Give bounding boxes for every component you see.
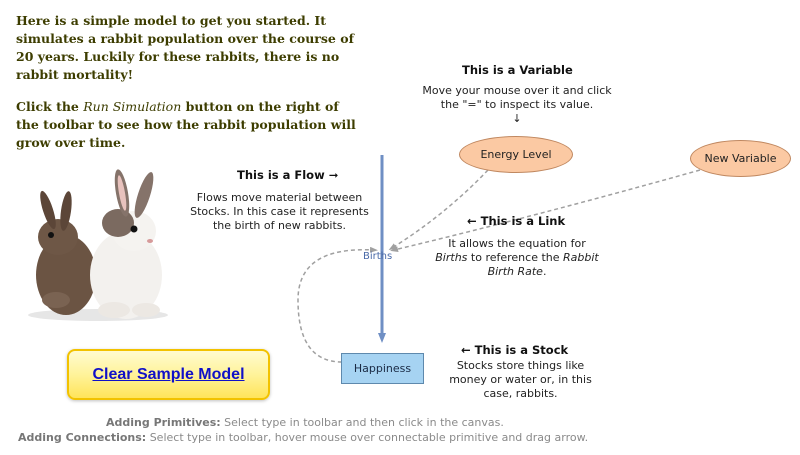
down-arrow-icon: ↓ — [512, 112, 522, 125]
link-stock-to-births[interactable] — [297, 246, 378, 363]
link-annotation-title: ← This is a Link — [467, 214, 566, 228]
run-simulation-reference: Run Simulation — [83, 99, 182, 114]
intro-paragraph-1: Here is a simple model to get you starte… — [16, 13, 354, 82]
hint-primitives-label: Adding Primitives: — [106, 416, 221, 429]
clear-sample-model-label: Clear Sample Model — [92, 365, 245, 383]
intro-text: Here is a simple model to get you starte… — [16, 12, 361, 166]
link-newvar-to-births[interactable] — [390, 169, 701, 252]
stock-happiness-label: Happiness — [353, 362, 412, 375]
link-annotation-text: It allows the equation for Births to ref… — [432, 237, 602, 279]
stock-happiness[interactable]: Happiness — [341, 353, 424, 384]
variable-energy-level[interactable]: Energy Level — [459, 136, 573, 173]
link-text-end: . — [542, 265, 547, 278]
variable-new-variable-label: New Variable — [704, 152, 777, 165]
variable-annotation-title: This is a Variable — [462, 63, 573, 77]
hint-adding-connections: Adding Connections: Select type in toolb… — [18, 431, 588, 444]
stock-annotation-text: Stocks store things like money or water … — [449, 359, 592, 400]
stock-annotation-title: ← This is a Stock — [461, 343, 569, 357]
hint-primitives-text: Select type in toolbar and then click in… — [220, 416, 504, 429]
flow-annotation-title: This is a Flow ➞ — [237, 168, 339, 182]
variable-annotation-body: Move your mouse over it and click the "=… — [422, 84, 612, 111]
intro-p2-end: button on the right of the toolbar to se… — [16, 99, 356, 150]
hint-connections-label: Adding Connections: — [18, 431, 147, 444]
intro-p2-start: Click the — [16, 99, 84, 114]
hint-adding-primitives: Adding Primitives: Select type in toolba… — [106, 416, 504, 429]
link-text-start: It allows the equation for — [448, 237, 586, 250]
variable-energy-level-label: Energy Level — [480, 148, 552, 161]
clear-sample-model-button[interactable]: Clear Sample Model — [67, 349, 270, 400]
flow-births-label[interactable]: Births — [363, 251, 393, 262]
link-births-ref: Births — [435, 251, 468, 264]
intro-paragraph-2: Click the Run Simulation button on the r… — [16, 98, 361, 152]
flow-annotation-text: Flows move material between Stocks. In t… — [190, 191, 369, 232]
variable-annotation-text: Move your mouse over it and click the "=… — [412, 84, 622, 126]
link-text-middle: to reference the — [467, 251, 564, 264]
variable-new-variable[interactable]: New Variable — [690, 140, 791, 177]
rabbits-image — [28, 169, 168, 321]
hint-connections-text: Select type in toolbar, hover mouse over… — [146, 431, 589, 444]
link-rate-ref: Rabbit Birth Rate — [487, 251, 599, 278]
